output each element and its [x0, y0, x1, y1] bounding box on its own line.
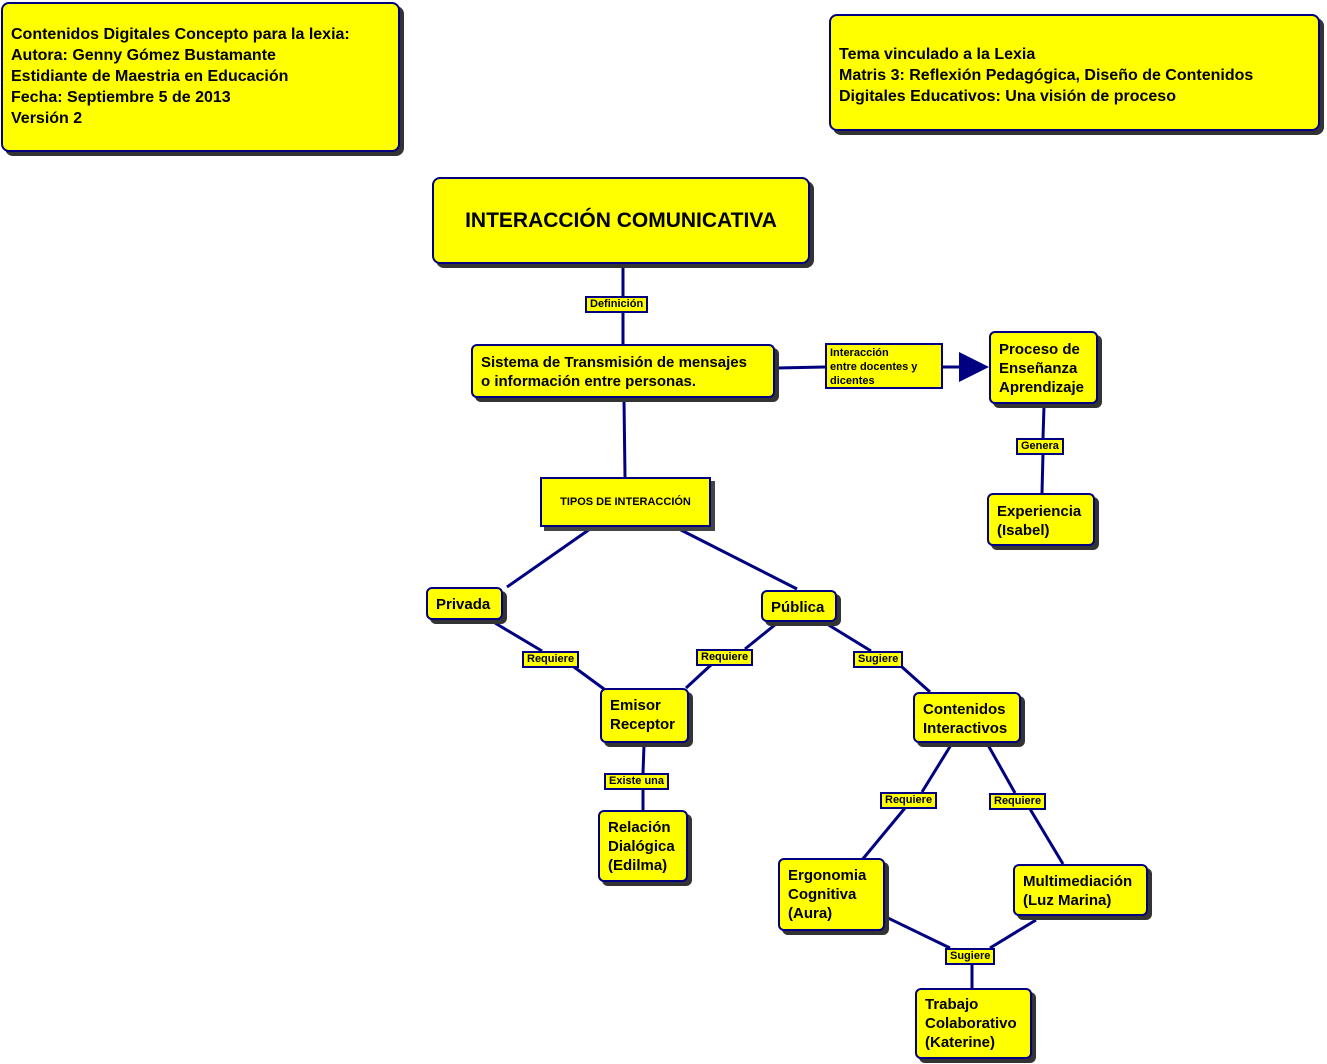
link-requiere-emisor — [573, 665, 605, 691]
node-contenidos-interactivos[interactable]: Contenidos Interactivos — [913, 692, 1021, 743]
info-box-topic: Tema vinculado a la Lexia Matris 3: Refl… — [829, 14, 1320, 131]
node-sistema-transmision[interactable]: Sistema de Transmisión de mensajes o inf… — [471, 344, 775, 398]
link-sistema-tipos — [622, 399, 627, 478]
link-label-requiere-privada: Requiere — [522, 651, 580, 668]
node-ergonomia-cognitiva[interactable]: Ergonomia Cognitiva (Aura) — [778, 858, 885, 931]
link-publica-sugiere — [826, 622, 872, 653]
link-label-requiere-publica: Requiere — [696, 649, 754, 666]
link-label-definicion: Definición — [585, 296, 649, 313]
node-relacion-dialogica[interactable]: Relación Dialógica (Edilma) — [598, 810, 688, 882]
link-contenidos-requiere-izq — [920, 744, 953, 793]
node-interaccion-comunicativa[interactable]: INTERACCIÓN COMUNICATIVA — [432, 177, 810, 264]
link-requiere-multimediacion — [1028, 808, 1065, 865]
link-sugiere-contenidos — [901, 665, 931, 694]
node-publica[interactable]: Pública — [761, 590, 837, 622]
link-label-interaccion-docentes: Interacción entre docentes y dicentes — [825, 343, 943, 389]
link-emisor-existe — [641, 744, 646, 774]
link-multimediacion-sugiere — [989, 918, 1037, 950]
link-contenidos-requiere-der — [986, 744, 1017, 794]
node-proceso-ensenanza[interactable]: Proceso de Enseñanza Aprendizaje — [989, 331, 1098, 404]
link-label-sugiere-publica: Sugiere — [853, 651, 904, 668]
link-tipos-publica — [678, 527, 798, 591]
link-requiere-emisor-2 — [684, 662, 714, 690]
node-experiencia[interactable]: Experiencia (Isabel) — [987, 493, 1095, 546]
link-privada-requiere — [494, 621, 543, 653]
link-label-genera: Genera — [1016, 438, 1064, 455]
link-requiere-ergonomia — [860, 807, 907, 861]
link-ergonomia-sugiere — [887, 916, 951, 950]
link-genera-experiencia — [1040, 452, 1045, 494]
node-emisor-receptor[interactable]: Emisor Receptor — [600, 688, 689, 743]
link-proceso-genera — [1041, 405, 1046, 439]
node-privada[interactable]: Privada — [426, 587, 503, 620]
node-tipos-interaccion[interactable]: TIPOS DE INTERACCIÓN — [540, 477, 711, 527]
link-publica-requiere — [744, 622, 777, 651]
link-label-sugiere-trabajo: Sugiere — [945, 948, 996, 965]
info-box-authorship: Contenidos Digitales Concepto para la le… — [1, 2, 400, 152]
node-trabajo-colaborativo[interactable]: Trabajo Colaborativo (Katerine) — [915, 988, 1032, 1059]
link-label-requiere-multimediacion: Requiere — [989, 793, 1047, 810]
link-label-existe-una: Existe una — [604, 773, 670, 790]
node-multimediacion[interactable]: Multimediación (Luz Marina) — [1013, 864, 1148, 916]
link-sistema-interaccion-docentes — [776, 365, 826, 370]
link-label-requiere-ergonomia: Requiere — [880, 792, 938, 809]
link-tipos-privada — [506, 527, 591, 589]
